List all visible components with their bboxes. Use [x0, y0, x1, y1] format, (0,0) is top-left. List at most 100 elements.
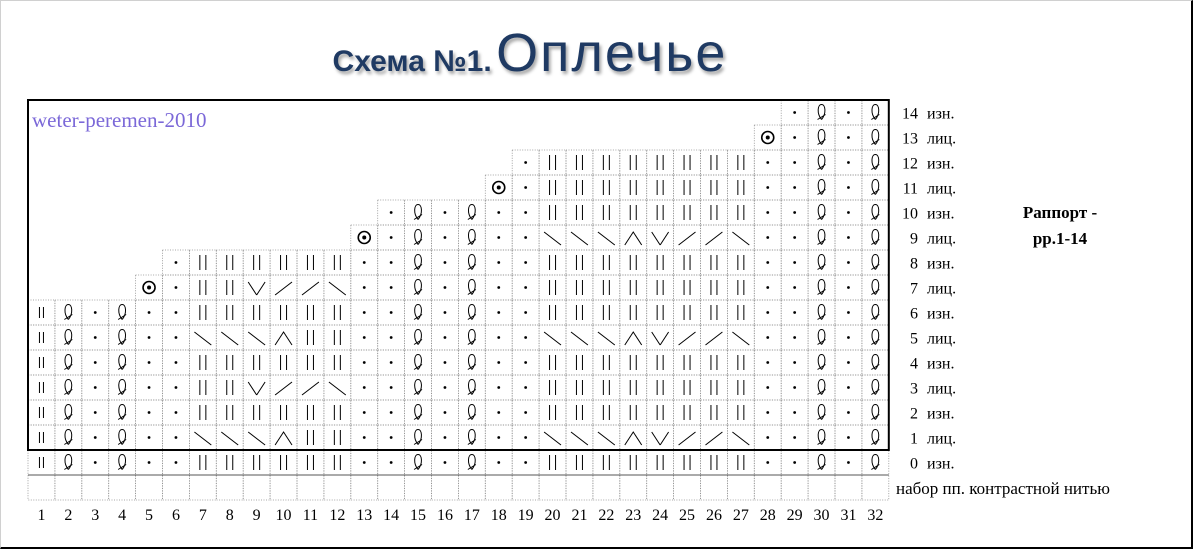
- purl-dot-mark: [389, 461, 393, 464]
- chart-cell: [108, 374, 136, 401]
- purl-dot-mark: [389, 261, 393, 264]
- chart-cell: [727, 349, 755, 376]
- knit-bar-mark: [575, 380, 583, 395]
- chart-cell: [700, 249, 728, 276]
- chart-cell: [727, 174, 755, 201]
- column-number-label: 20: [545, 507, 561, 524]
- chart-cell: [700, 449, 728, 476]
- chart-cell: [269, 324, 298, 351]
- knit-bar-mark: [602, 155, 610, 170]
- chart-cell: [108, 324, 136, 351]
- chart-cell: [565, 249, 594, 276]
- chart-cell: [296, 424, 325, 451]
- chart-cell: [565, 449, 594, 476]
- chart-cell: [269, 424, 298, 451]
- chart-cell: [27, 349, 56, 376]
- double-bar-mark: [38, 432, 44, 443]
- knit-bar-mark: [549, 280, 557, 295]
- chart-cell: [323, 299, 352, 326]
- chart-cell: [807, 474, 836, 501]
- chart-cell: [269, 274, 298, 301]
- row-side-label: изн.: [927, 356, 954, 373]
- purl-dot-mark: [847, 161, 850, 164]
- purl-dot-mark: [443, 436, 447, 439]
- v-cross-mark: [247, 381, 266, 396]
- chart-cell: [673, 149, 701, 176]
- chart-cell: [108, 299, 136, 326]
- chart-cell: [646, 474, 675, 501]
- chart-cell: [296, 274, 325, 301]
- row-number-label: 4: [910, 356, 918, 373]
- chart-cell: [700, 224, 728, 251]
- knit-bar-mark: [333, 255, 341, 270]
- crossed-loop-mark: [467, 303, 477, 320]
- chart-cell: [646, 299, 675, 326]
- chart-cell: [404, 374, 432, 401]
- crossed-loop-mark: [117, 378, 127, 395]
- knit-bar-mark: [602, 305, 610, 320]
- chart-cell: [592, 249, 621, 276]
- chart-cell: [538, 349, 567, 376]
- right-slant-mark: [705, 431, 723, 446]
- chart-cell: [215, 474, 244, 501]
- knit-bar-mark: [226, 280, 234, 295]
- knit-bar-mark: [710, 155, 718, 170]
- chart-cell: [242, 399, 271, 426]
- purl-dot-mark: [389, 236, 393, 239]
- chart-cell: [861, 274, 890, 301]
- knit-bar-mark: [575, 155, 583, 170]
- knit-bar-mark: [629, 305, 637, 320]
- purl-dot-mark: [524, 411, 528, 414]
- chart-cell: [861, 149, 890, 176]
- knit-bar-mark: [306, 305, 314, 320]
- purl-dot-mark: [362, 336, 366, 339]
- purl-dot-mark: [847, 411, 850, 414]
- chart-cell: [404, 224, 432, 251]
- chart-cell: [269, 299, 298, 326]
- purl-dot-mark: [793, 336, 797, 339]
- purl-dot-mark: [147, 411, 151, 414]
- knit-bar-mark: [199, 405, 207, 420]
- right-slant-mark: [274, 281, 293, 296]
- crossed-loop-mark: [467, 253, 477, 270]
- chart-cell: [807, 124, 836, 151]
- chart-cell: [215, 349, 244, 376]
- chart-cell: [215, 424, 244, 451]
- chart-cell: [619, 224, 648, 251]
- knit-bar-mark: [549, 455, 557, 470]
- chart-cell: [431, 474, 459, 501]
- chart-cell: [807, 274, 836, 301]
- chart-cell: [350, 474, 379, 501]
- chart-cell: [727, 424, 755, 451]
- knit-bar-mark: [602, 405, 610, 420]
- chart-cell: [323, 399, 352, 426]
- inverted-v-cross-mark: [624, 431, 643, 446]
- chart-cell: [646, 449, 675, 476]
- row-number-label: 8: [910, 256, 918, 273]
- chart-cell: [188, 324, 217, 351]
- chart-cell: [673, 399, 701, 426]
- knit-bar-mark: [226, 455, 234, 470]
- purl-dot-mark: [847, 111, 850, 114]
- knit-bar-mark: [253, 405, 261, 420]
- chart-cell: [592, 324, 621, 351]
- chart-cell: [619, 374, 648, 401]
- knit-bar-mark: [737, 355, 745, 370]
- knit-bar-mark: [710, 455, 718, 470]
- double-bar-mark: [38, 457, 44, 468]
- purl-dot-mark: [793, 136, 797, 139]
- chart-cell: [242, 349, 271, 376]
- purl-dot-mark: [389, 361, 393, 364]
- chart-cell: [242, 374, 271, 401]
- column-number-label: 31: [840, 507, 856, 524]
- knit-bar-mark: [737, 305, 745, 320]
- chart-cell: [807, 149, 836, 176]
- crossed-loop-mark: [413, 278, 423, 295]
- purl-dot-mark: [793, 236, 797, 239]
- chart-cell: [646, 399, 675, 426]
- chart-cell: [646, 274, 675, 301]
- crossed-loop-mark: [467, 278, 477, 295]
- crossed-loop-mark: [871, 378, 880, 395]
- chart-cell: [619, 349, 648, 376]
- chart-cell: [538, 449, 567, 476]
